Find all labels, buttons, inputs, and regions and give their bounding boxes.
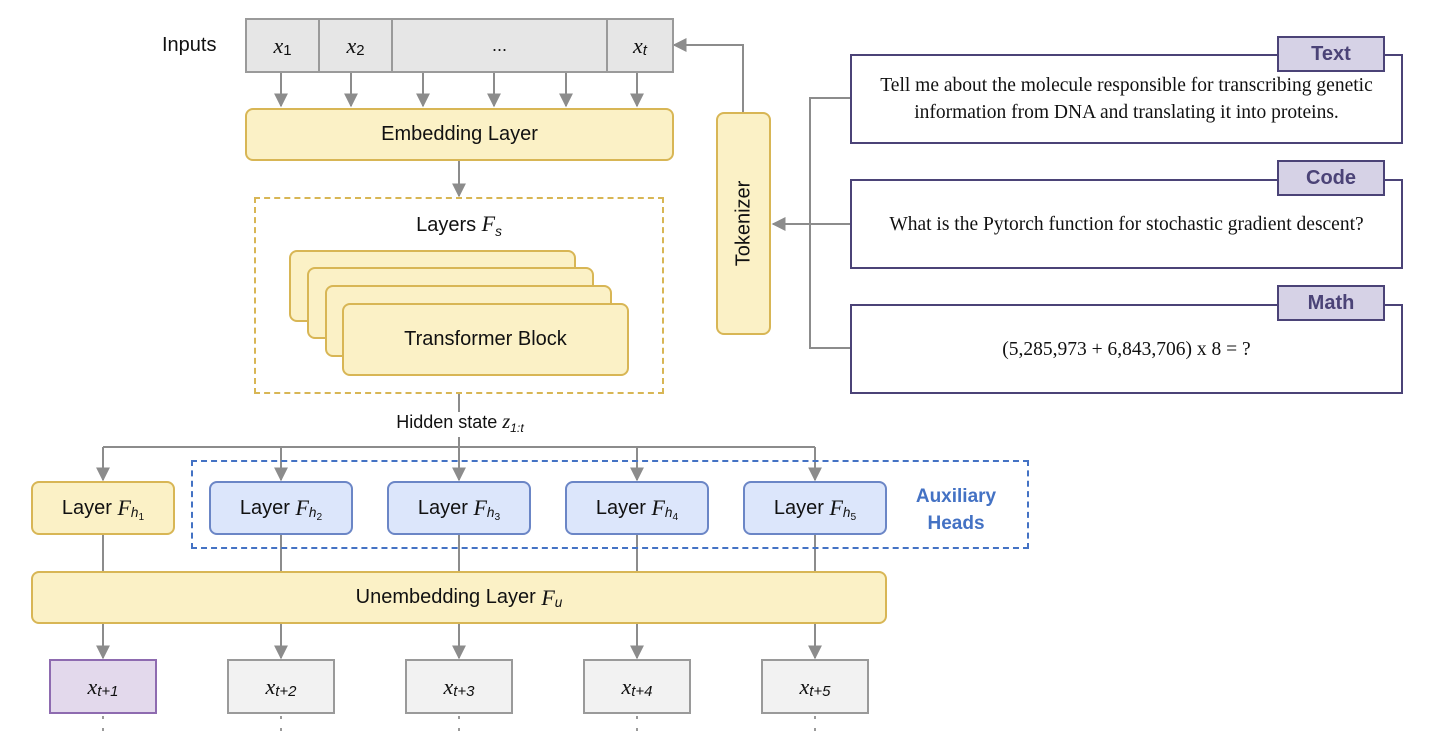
prompt-tag-code: Code [1277,160,1385,196]
tokenizer-label: Tokenizer [732,180,755,267]
transformer-block: Transformer Block [342,303,629,376]
auxiliary-heads-label: Auxiliary Heads [915,486,997,534]
prompt-tag-text: Text [1277,36,1385,72]
inputs-label: Inputs [162,34,217,56]
tokenizer: Tokenizer [716,112,771,335]
hidden-state-label: Hidden state z1:t [396,411,524,436]
auxiliary-heads-group [191,460,1029,549]
arrow-tokenizer-inputs [672,38,744,112]
embedding-layer: Embedding Layer [245,108,674,161]
input-token-ellipsis: ... [393,20,608,71]
prompt-tag-math: Math [1277,285,1385,321]
layers-label: Layers Fs [416,211,502,239]
layers-group [254,197,664,394]
